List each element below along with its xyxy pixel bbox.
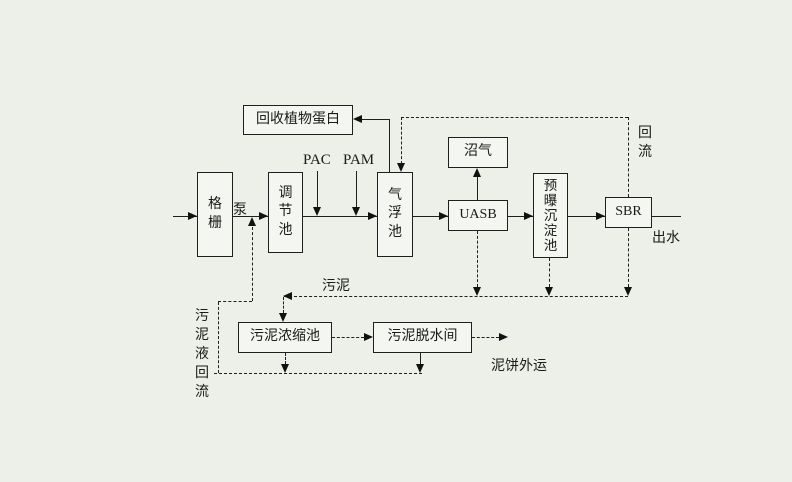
reflux-top-line [401,117,628,118]
uasb-box: UASB [448,200,508,231]
regulating-to-flotation-arrowhead [368,212,377,220]
sbr-box: SBR [605,197,652,228]
uasb-sludge-drop-arrowhead [473,287,481,296]
flotation-to-protein-vline [389,119,390,172]
protein-recovery-label: 回收植物蛋白 [256,111,340,127]
uasb-label: UASB [459,207,497,223]
biogas-label: 沼气 [464,144,492,160]
thickening-drain-arrowhead [281,364,289,373]
sbr-sludge-drop-line [628,228,629,287]
uasb-to-presed-line [508,216,533,217]
grille-to-regulating-line [233,216,268,217]
grille-box: 格栅 [197,172,233,257]
sludge-to-thickening-line [283,297,284,313]
mud-cake-label: 泥饼外运 [491,359,547,374]
pam-dosing-line [356,171,357,208]
reflux-up-line [628,117,629,197]
reflux-down-arrowhead [397,163,405,172]
effluent-label: 出水 [652,231,680,246]
sludge-to-thickening-arrowhead [279,313,287,322]
sludge-thickening-label: 污泥浓缩池 [250,329,320,345]
thickening-to-dewatering-line [332,337,364,338]
protein-recovery-box: 回收植物蛋白 [243,105,353,135]
inlet-line [173,216,197,217]
flotation-to-uasb-line [413,216,448,217]
uasb-sludge-drop-line [477,231,478,287]
flotation-tank-label: 气浮池 [388,188,402,240]
presed-to-sbr-line [568,216,605,217]
flotation-tank-box: 气浮池 [377,172,413,257]
dewatering-out-line [472,337,499,338]
pam-label: PAM [343,152,375,168]
thickening-to-dewatering-arrowhead [364,333,373,341]
sludge-label: 污泥 [322,279,350,294]
inlet-arrowhead [188,212,197,220]
sludge-collect-line [284,296,628,297]
flotation-to-protein-hline [362,119,390,120]
flotation-to-uasb-arrowhead [439,212,448,220]
grille-label: 格栅 [208,197,222,231]
presed-sludge-drop-arrowhead [545,287,553,296]
grille-to-regulating-arrowhead [259,212,268,220]
sludge-collect-arrowhead [283,292,292,300]
sbr-effluent-line [652,216,681,217]
dewatering-drain-line [420,353,421,364]
sludge-dewatering-box: 污泥脱水间 [373,322,472,353]
regulating-tank-label: 调节池 [278,186,293,238]
sbr-label: SBR [615,204,642,220]
liquid-return-arrowhead [248,217,256,226]
pac-dosing-arrowhead [313,207,321,216]
liquid-return-riser-line [252,227,253,301]
liquid-return-jog-line [218,301,252,302]
regulating-tank-box: 调节池 [268,172,303,253]
pre-aeration-sedimentation-box: 预曝沉淀池 [533,173,568,258]
sludge-thickening-box: 污泥浓缩池 [238,322,332,353]
biogas-box: 沼气 [448,137,508,168]
uasb-to-biogas-arrowhead [473,168,481,177]
pre-aeration-sedimentation-label: 预曝沉淀池 [543,177,558,254]
thickening-drain-line [285,353,286,364]
sludge-liquid-reflux-label: 污泥液回流 [195,309,209,400]
reflux-label: 回流 [638,126,652,160]
pac-dosing-line [317,171,318,208]
sbr-sludge-drop-arrowhead [624,287,632,296]
dewatering-out-arrowhead [499,333,508,341]
flotation-to-protein-arrowhead [353,115,362,123]
uasb-to-biogas-line [477,177,478,200]
sludge-dewatering-label: 污泥脱水间 [387,329,458,345]
uasb-to-presed-arrowhead [524,212,533,220]
presed-to-sbr-arrowhead [596,212,605,220]
presed-sludge-drop-line [549,258,550,287]
regulating-to-flotation-line [303,216,377,217]
liquid-return-up-line [218,302,219,373]
pac-label: PAC [303,152,331,168]
pump-label: 泵 [233,203,247,218]
dewatering-drain-arrowhead [416,364,424,373]
pam-dosing-arrowhead [352,207,360,216]
liquid-return-bottom-line [214,373,422,374]
reflux-down-line [401,117,402,164]
